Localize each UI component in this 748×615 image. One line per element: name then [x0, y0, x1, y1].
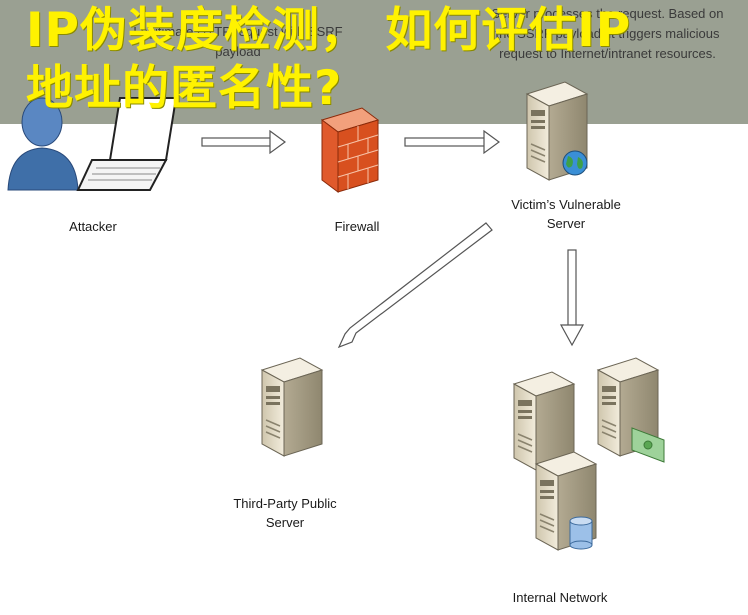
request-note-line1: Legitimate HTTP request with SSRF — [133, 24, 343, 39]
money-icon — [631, 427, 665, 463]
arrow-victim-internal — [559, 249, 585, 347]
attacker-label: Attacker — [69, 219, 117, 234]
server-note-line1: Server processes the request. Based on — [491, 6, 724, 21]
third-party-server-icon — [261, 357, 323, 457]
internal-network-label: Internal Network — [512, 590, 608, 605]
request-note: Legitimate HTTP request with SSRF payloa… — [108, 22, 368, 62]
victim-server-label-line1: Victim’s Vulnerable — [511, 197, 621, 212]
arrow-firewall-victim — [404, 129, 501, 155]
database-icon — [569, 516, 593, 550]
overlay-title: IP伪装度检测， 如何评估IP 地址的匿名性? — [26, 2, 741, 118]
laptop-icon — [76, 97, 178, 191]
globe-icon — [562, 150, 588, 176]
victim-server-label: Victim’s Vulnerable Server — [486, 195, 646, 233]
attacker-person-icon — [7, 97, 79, 191]
third-party-label-line2: Server — [265, 515, 305, 530]
victim-server-label-line2: Server — [546, 216, 586, 231]
overlay-title-line2: 地址的匿名性? — [26, 61, 343, 116]
request-note-line2: payload — [215, 44, 261, 59]
server-note-line2: the SSRF payload, it triggers malicious — [495, 26, 720, 41]
arrow-victim-thirdparty — [337, 222, 493, 349]
firewall-icon — [320, 107, 380, 193]
third-party-server-label: Third-Party Public Server — [205, 494, 365, 532]
server-note: Server processes the request. Based on t… — [470, 4, 745, 64]
server-note-line3: request to Internet/intranet resources. — [499, 46, 716, 61]
third-party-label-line1: Third-Party Public — [233, 496, 337, 511]
overlay-title-line1: IP伪装度检测， 如何评估IP — [26, 3, 632, 58]
firewall-label: Firewall — [334, 219, 380, 234]
arrow-attacker-firewall — [201, 129, 287, 155]
